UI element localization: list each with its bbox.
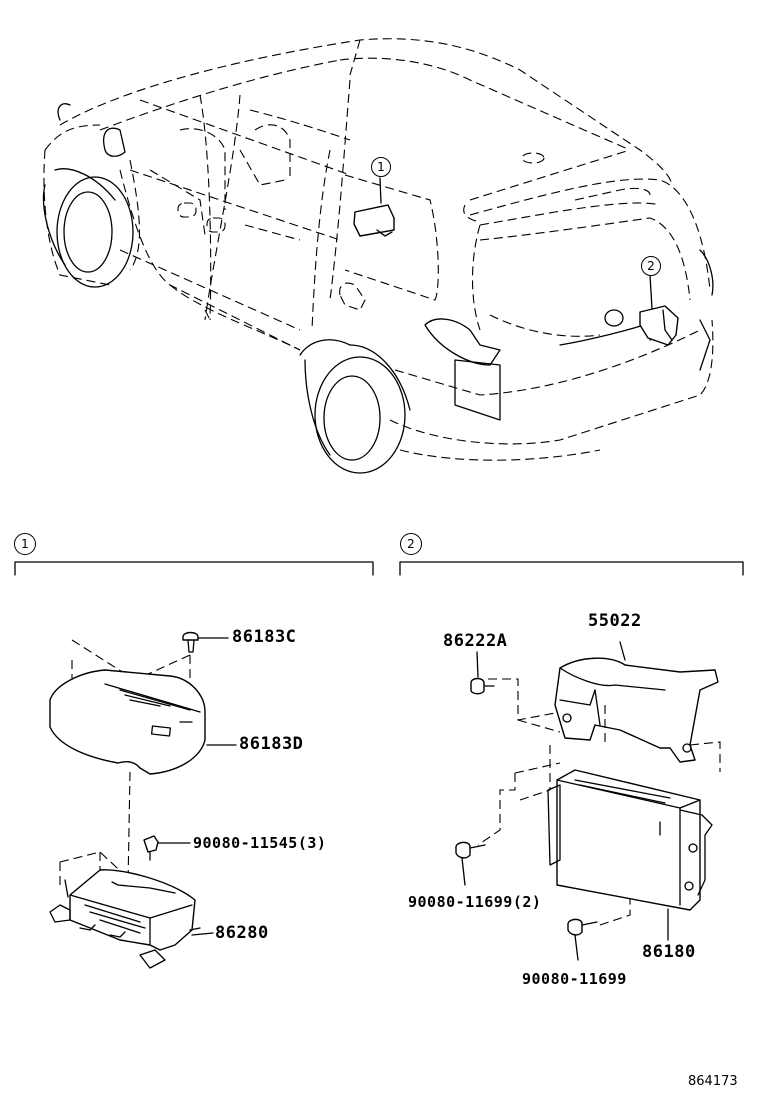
part-label-55022: 55022 <box>588 611 642 631</box>
part-label-86183C: 86183C <box>232 627 297 647</box>
part-label-90080-11545: 90080-11545(3) <box>193 834 327 852</box>
section-1-header-bracket <box>14 561 374 576</box>
part-label-90080-11699: 90080-11699 <box>522 970 627 988</box>
bolt-90080-11545-drawing <box>143 835 191 861</box>
section-1-number: 1 <box>14 533 36 555</box>
cover-86183D-drawing <box>49 639 206 775</box>
bolt-90080-11699-drawing <box>567 918 598 961</box>
ecu-86180-drawing <box>547 769 713 911</box>
callout-1-badge: 1 <box>371 157 391 177</box>
part-label-86280: 86280 <box>215 923 269 943</box>
clip-86183C-drawing <box>182 631 229 653</box>
part-label-90080-11699-2: 90080-11699(2) <box>408 893 542 911</box>
part-label-86222A: 86222A <box>443 631 508 651</box>
clip-86222A-drawing <box>470 651 495 695</box>
callout-2-badge: 2 <box>641 256 661 276</box>
module-86280-drawing <box>49 851 201 969</box>
assembly-guide-line <box>127 771 131 886</box>
bolt-90080-11699-2-drawing <box>455 841 486 886</box>
section-2-number: 2 <box>400 533 422 555</box>
bracket-55022-drawing <box>554 641 719 763</box>
leader-86280 <box>191 932 214 936</box>
part-label-86180: 86180 <box>642 942 696 962</box>
vehicle-overview-drawing <box>42 38 714 474</box>
diagram-id: 864173 <box>688 1074 738 1089</box>
section-2-header-bracket <box>399 561 744 576</box>
part-label-86183D: 86183D <box>239 734 304 754</box>
